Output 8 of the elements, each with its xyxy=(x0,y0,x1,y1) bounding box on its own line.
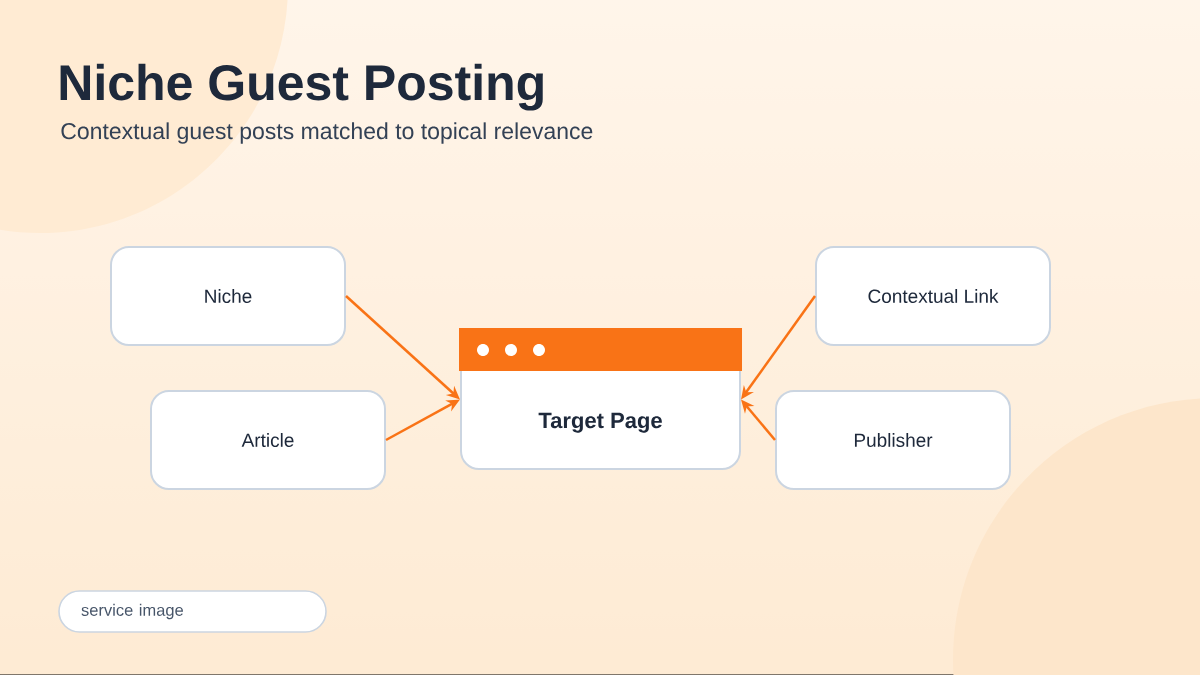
node-box: Niche xyxy=(110,246,346,346)
title: Niche Guest Posting xyxy=(60,63,543,111)
browser-window: Target Page xyxy=(459,328,742,470)
node-box: Publisher xyxy=(775,390,1011,490)
subtitle: Contextual guest posts matched to topical relevance xyxy=(61,122,593,144)
node-box: Article xyxy=(150,390,386,490)
badge: service image xyxy=(58,590,327,633)
node-box: Contextual Link xyxy=(815,246,1051,346)
